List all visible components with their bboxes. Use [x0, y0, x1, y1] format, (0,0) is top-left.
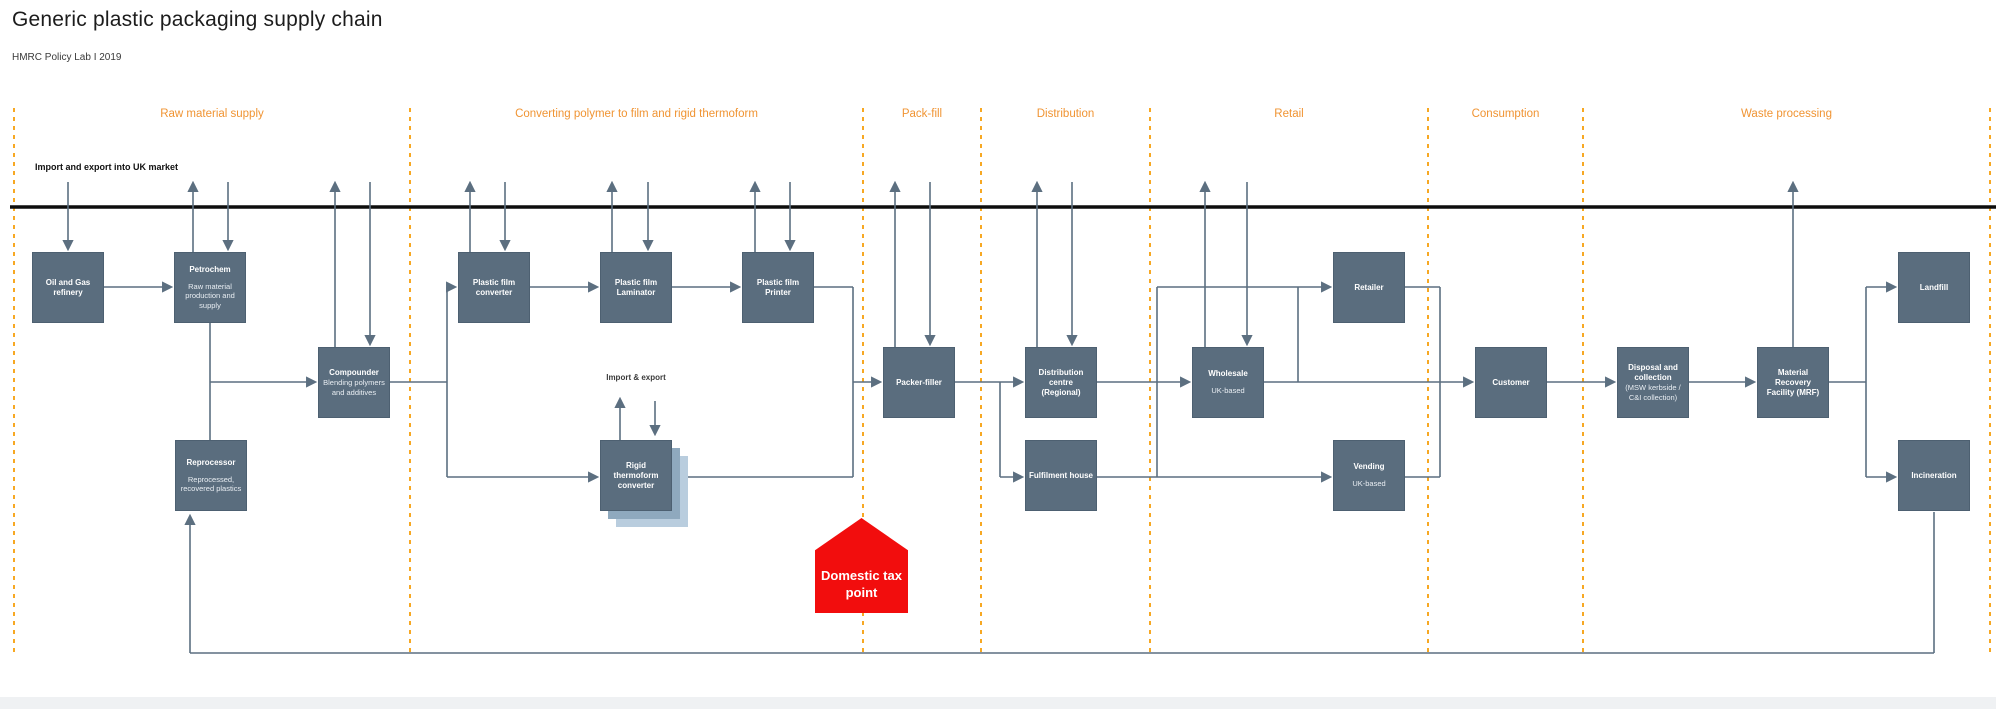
- stage-header-pack-fill: Pack-fill: [901, 108, 943, 120]
- node-wholesale: Wholesale UK-based: [1192, 347, 1264, 418]
- node-plastic-film-converter: Plastic film converter: [458, 252, 530, 323]
- node-customer: Customer: [1475, 347, 1547, 418]
- import-export-market-label: Import and export into UK market: [35, 162, 179, 172]
- node-packer-filler: Packer-filler: [883, 347, 955, 418]
- stage-header-raw-material: Raw material supply: [160, 108, 264, 120]
- node-material-recovery-facility: Material Recovery Facility (MRF): [1757, 347, 1829, 418]
- page-subtitle: HMRC Policy Lab I 2019: [12, 52, 122, 63]
- stage-header-waste: Waste processing: [1741, 108, 1832, 120]
- node-petrochem: Petrochem Raw material production and su…: [174, 252, 246, 323]
- node-rigid-thermoform-converter: Rigid thermoform converter: [600, 440, 672, 511]
- stage-header-retail: Retail: [1274, 108, 1304, 120]
- stage-header-distribution: Distribution: [1036, 108, 1095, 120]
- node-plastic-film-laminator: Plastic film Laminator: [600, 252, 672, 323]
- node-vending: Vending UK-based: [1333, 440, 1405, 511]
- stage-boundary-dashes: [13, 108, 1991, 657]
- node-disposal-and-collection: Disposal and collection (MSW kerbside / …: [1617, 347, 1689, 418]
- node-retailer: Retailer: [1333, 252, 1405, 323]
- stage-header-converting: Converting polymer to film and rigid the…: [515, 108, 758, 120]
- node-compounder: Compounder Blending polymers and additiv…: [318, 347, 390, 418]
- node-reprocessor: Reprocessor Reprocessed, recovered plast…: [175, 440, 247, 511]
- bottom-edge-strip: [0, 697, 1996, 709]
- page-title: Generic plastic packaging supply chain: [12, 8, 383, 31]
- node-landfill: Landfill: [1898, 252, 1970, 323]
- node-oil-and-gas-refinery: Oil and Gas refinery: [32, 252, 104, 323]
- node-incineration: Incineration: [1898, 440, 1970, 511]
- domestic-tax-point-label: Domestic tax point: [821, 568, 902, 600]
- stage-header-consumption: Consumption: [1471, 108, 1540, 120]
- node-plastic-film-printer: Plastic film Printer: [742, 252, 814, 323]
- node-fulfilment-house: Fulfilment house: [1025, 440, 1097, 511]
- import-export-annotation: Import & export: [606, 373, 666, 382]
- flow-connectors: [62, 180, 1935, 654]
- node-distribution-centre: Distribution centre (Regional): [1025, 347, 1097, 418]
